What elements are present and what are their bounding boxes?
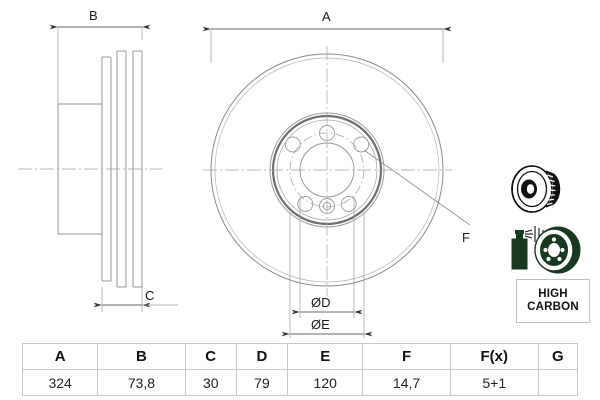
- bolt-hole: [340, 196, 357, 212]
- dimension-b: B: [49, 8, 151, 104]
- table-row: 324 73,8 30 79 120 14,7 5+1: [21, 369, 579, 396]
- table-header-cell: F(x): [449, 343, 539, 370]
- specification-table: A B C D E F F(x) G 324 73,8 30 79 120 14…: [21, 343, 579, 396]
- bolt-hole: [297, 196, 314, 212]
- dimension-label-a: A: [322, 9, 331, 24]
- table-header-cell: F: [362, 343, 451, 370]
- side-view-group: B: [18, 8, 178, 312]
- table-value-cell: 30: [184, 369, 237, 396]
- high-carbon-line-1: HIGH: [538, 288, 568, 300]
- dimension-label-b: B: [89, 8, 98, 23]
- badge-high-carbon: HIGH CARBON: [516, 279, 590, 323]
- leader-line-f: F: [363, 149, 471, 245]
- table-value-cell: [537, 369, 579, 396]
- table-value-cell: 324: [21, 369, 99, 396]
- table-header-cell: C: [184, 343, 237, 370]
- table-value-cell: 5+1: [449, 369, 539, 396]
- badge-coated-disc: [508, 219, 596, 275]
- table-value-cell: 73,8: [97, 369, 186, 396]
- coated-disc-icon: [511, 226, 581, 274]
- dimension-bore-d: ØD: [291, 197, 363, 318]
- dimension-label-bore: ØD: [311, 295, 331, 310]
- dimension-label-f: F: [462, 230, 470, 245]
- bolt-holes-group: [284, 125, 370, 212]
- bolt-hole: [284, 136, 301, 153]
- table-value-cell: 79: [235, 369, 289, 396]
- vented-disc-icon: [511, 165, 561, 213]
- dimension-label-bolt-circle: ØE: [311, 317, 330, 332]
- table-header-cell: E: [287, 343, 364, 370]
- badge-vented-disc: [508, 163, 596, 215]
- table-value-cell: 14,7: [362, 369, 451, 396]
- dimension-bolt-circle-e: ØE: [281, 212, 373, 338]
- table-header-cell: G: [537, 343, 579, 370]
- badge-column: HIGH CARBON: [508, 163, 596, 323]
- technical-drawing-svg: B: [18, 8, 471, 338]
- table-header-cell: A: [21, 343, 99, 370]
- dimension-label-c: C: [145, 288, 154, 303]
- dimension-c: C: [93, 287, 178, 312]
- table-value-cell: 120: [287, 369, 364, 396]
- high-carbon-line-2: CARBON: [527, 301, 579, 313]
- table-header-cell: B: [97, 343, 186, 370]
- table-header-cell: D: [235, 343, 289, 370]
- dimension-a: A: [202, 9, 452, 63]
- table-header-row: A B C D E F F(x) G: [21, 343, 579, 370]
- bolt-hole: [353, 136, 370, 153]
- front-view-group: A: [202, 9, 471, 338]
